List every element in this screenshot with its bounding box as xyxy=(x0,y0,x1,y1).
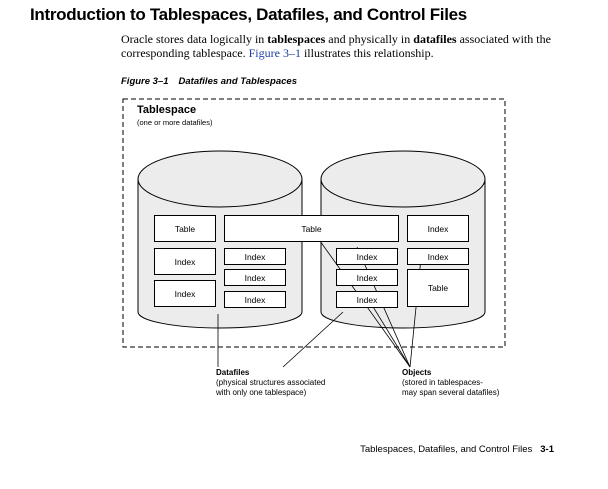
figure-link[interactable]: Figure 3–1 xyxy=(248,46,301,60)
page-title: Introduction to Tablespaces, Datafiles, … xyxy=(30,5,467,24)
index-box-right-3: Index xyxy=(336,291,398,308)
figure-number: Figure 3–1 xyxy=(121,76,169,87)
index-box-mid-2: Index xyxy=(224,269,286,286)
figure-caption: Figure 3–1 Datafiles and Tablespaces xyxy=(121,76,297,87)
index-box-left-1: Index xyxy=(154,248,216,275)
intro-text-1: Oracle stores data logically in xyxy=(121,32,268,46)
tablespace-subtitle: (one or more datafiles) xyxy=(137,118,213,127)
index-box-right-1: Index xyxy=(336,248,398,265)
table-box-spanning: Table xyxy=(224,215,399,242)
index-box-far-2: Index xyxy=(407,248,469,265)
page-number: 3-1 xyxy=(540,444,554,455)
datafiles-label: Datafiles xyxy=(216,368,250,377)
datafiles-pointer-2 xyxy=(282,311,344,368)
tablespace-title: Tablespace xyxy=(137,104,197,116)
footer-text: Tablespaces, Datafiles, and Control File… xyxy=(360,444,533,455)
intro-bold-tablespaces: tablespaces xyxy=(267,32,326,46)
intro-text-4: illustrates this relationship. xyxy=(300,46,434,60)
objects-desc-2: may span several datafiles) xyxy=(402,388,500,397)
table-box-far: Table xyxy=(407,269,469,307)
datafiles-annotation: Datafiles (physical structures associate… xyxy=(216,368,325,398)
intro-paragraph: Oracle stores data logically in tablespa… xyxy=(121,32,591,60)
datafiles-desc-2: with only one tablespace) xyxy=(216,388,307,397)
index-box-left-2: Index xyxy=(154,280,216,307)
intro-bold-datafiles: datafiles xyxy=(413,32,457,46)
index-box-mid-3: Index xyxy=(224,291,286,308)
figure-caption-text: Datafiles and Tablespaces xyxy=(178,76,297,87)
objects-desc-1: (stored in tablespaces- xyxy=(402,378,483,387)
objects-pointer-4 xyxy=(409,247,423,368)
tablespace-boundary xyxy=(122,98,506,348)
table-box-left: Table xyxy=(154,215,216,242)
datafiles-desc-1: (physical structures associated xyxy=(216,378,326,387)
page-footer: Tablespaces, Datafiles, and Control File… xyxy=(360,444,554,455)
index-box-mid-1: Index xyxy=(224,248,286,265)
objects-label: Objects xyxy=(402,368,432,377)
index-box-far-1: Index xyxy=(407,215,469,242)
intro-text-2: and physically in xyxy=(325,32,414,46)
objects-annotation: Objects (stored in tablespaces- may span… xyxy=(402,368,499,398)
index-box-right-2: Index xyxy=(336,269,398,286)
intro-text-3: associated with the corresponding tables… xyxy=(121,32,551,60)
